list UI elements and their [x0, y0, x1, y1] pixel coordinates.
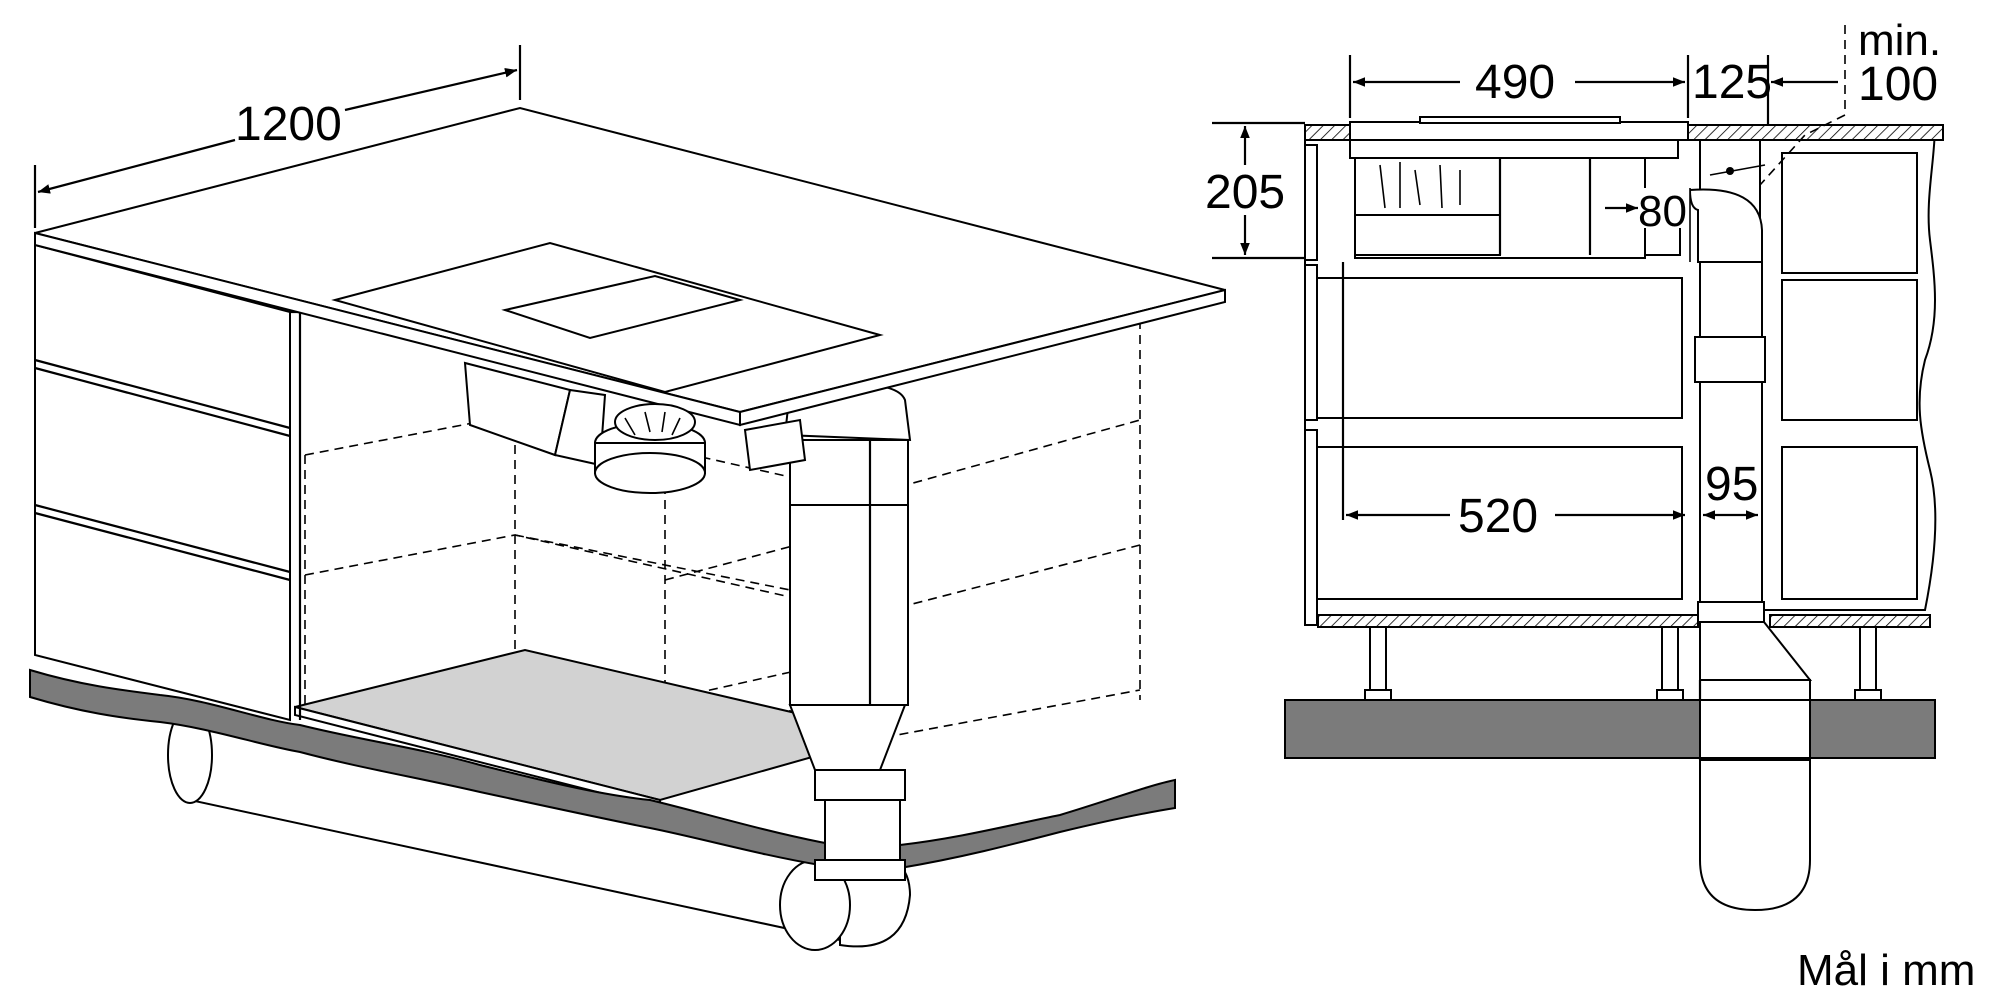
cabinet-legs: [1364, 626, 1882, 701]
floor-slab: [1284, 699, 1701, 759]
depth-hob-label: 490: [1475, 56, 1555, 109]
gap-label: 125: [1692, 56, 1772, 109]
dim-80: 80: [1605, 187, 1691, 262]
right-drawer-2: [1781, 279, 1918, 421]
hob-section: [1349, 116, 1763, 263]
drawer-cabinet: [34, 243, 302, 722]
countertop: [34, 106, 1226, 427]
fan-unit: [463, 361, 807, 494]
perspective-view: 1200: [29, 45, 1226, 951]
floor-band: [29, 668, 1176, 872]
dim-490: 490: [1348, 55, 1690, 118]
countertop-left: [1304, 124, 1351, 141]
duct-width-label: 95: [1705, 458, 1758, 511]
vertical-duct: [783, 383, 912, 881]
dim-125: 125: [1692, 55, 1838, 125]
cabinet-depth-label: 520: [1458, 490, 1538, 543]
duct-label: 80: [1638, 187, 1687, 236]
height-label: 205: [1205, 166, 1285, 219]
dim-95: 95: [1703, 458, 1758, 520]
dim-520: 520: [1341, 262, 1685, 543]
section-view: 490 125 min. 100 205 80: [1205, 16, 1944, 912]
right-drawer-3: [1781, 446, 1918, 600]
right-drawer-1: [1781, 152, 1918, 274]
min-value-label: 100: [1858, 58, 1938, 111]
dim-min-100: min. 100: [1709, 16, 1941, 186]
hob-extraction-vent: [501, 274, 744, 340]
min-label: min.: [1858, 16, 1941, 65]
countertop-right: [1687, 124, 1944, 141]
units-note: Mål i mm: [1797, 946, 1975, 995]
width-label: 1200: [235, 98, 342, 151]
dim-205: 205: [1205, 121, 1305, 260]
width-dimension: 1200: [33, 45, 522, 228]
floor-slab-right: [1809, 699, 1936, 759]
